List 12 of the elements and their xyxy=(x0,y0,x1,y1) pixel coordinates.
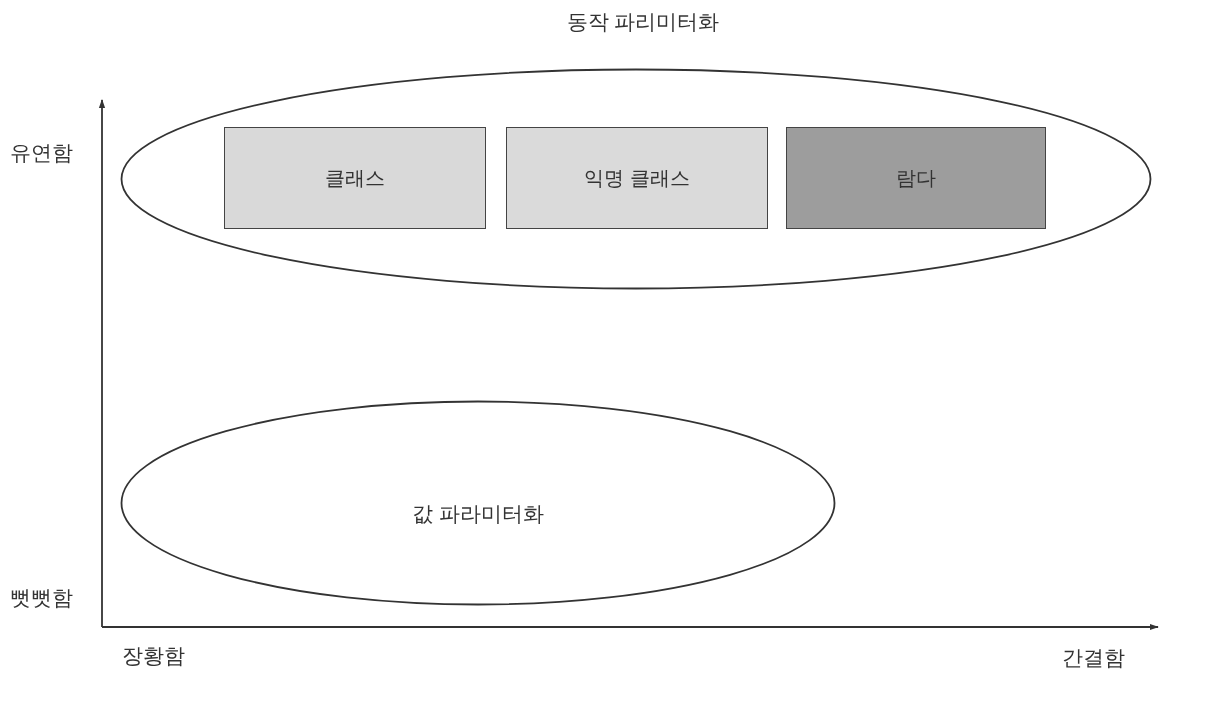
box-label: 람다 xyxy=(896,166,936,191)
box-label: 익명 클래스 xyxy=(584,166,690,191)
axis-label: 유연함 xyxy=(10,141,73,164)
axis-label: 간결함 xyxy=(1062,646,1125,669)
category-box xyxy=(224,127,486,229)
axis-label: 뻣뻣함 xyxy=(10,586,73,609)
ellipse-label: 값 파라미터화 xyxy=(412,501,544,527)
axis-label: 장황함 xyxy=(122,644,185,667)
group-heading: 동작 파리미터화 xyxy=(566,9,720,35)
box-label: 클래스 xyxy=(325,166,385,191)
category-box xyxy=(506,127,768,229)
category-box xyxy=(786,127,1046,229)
